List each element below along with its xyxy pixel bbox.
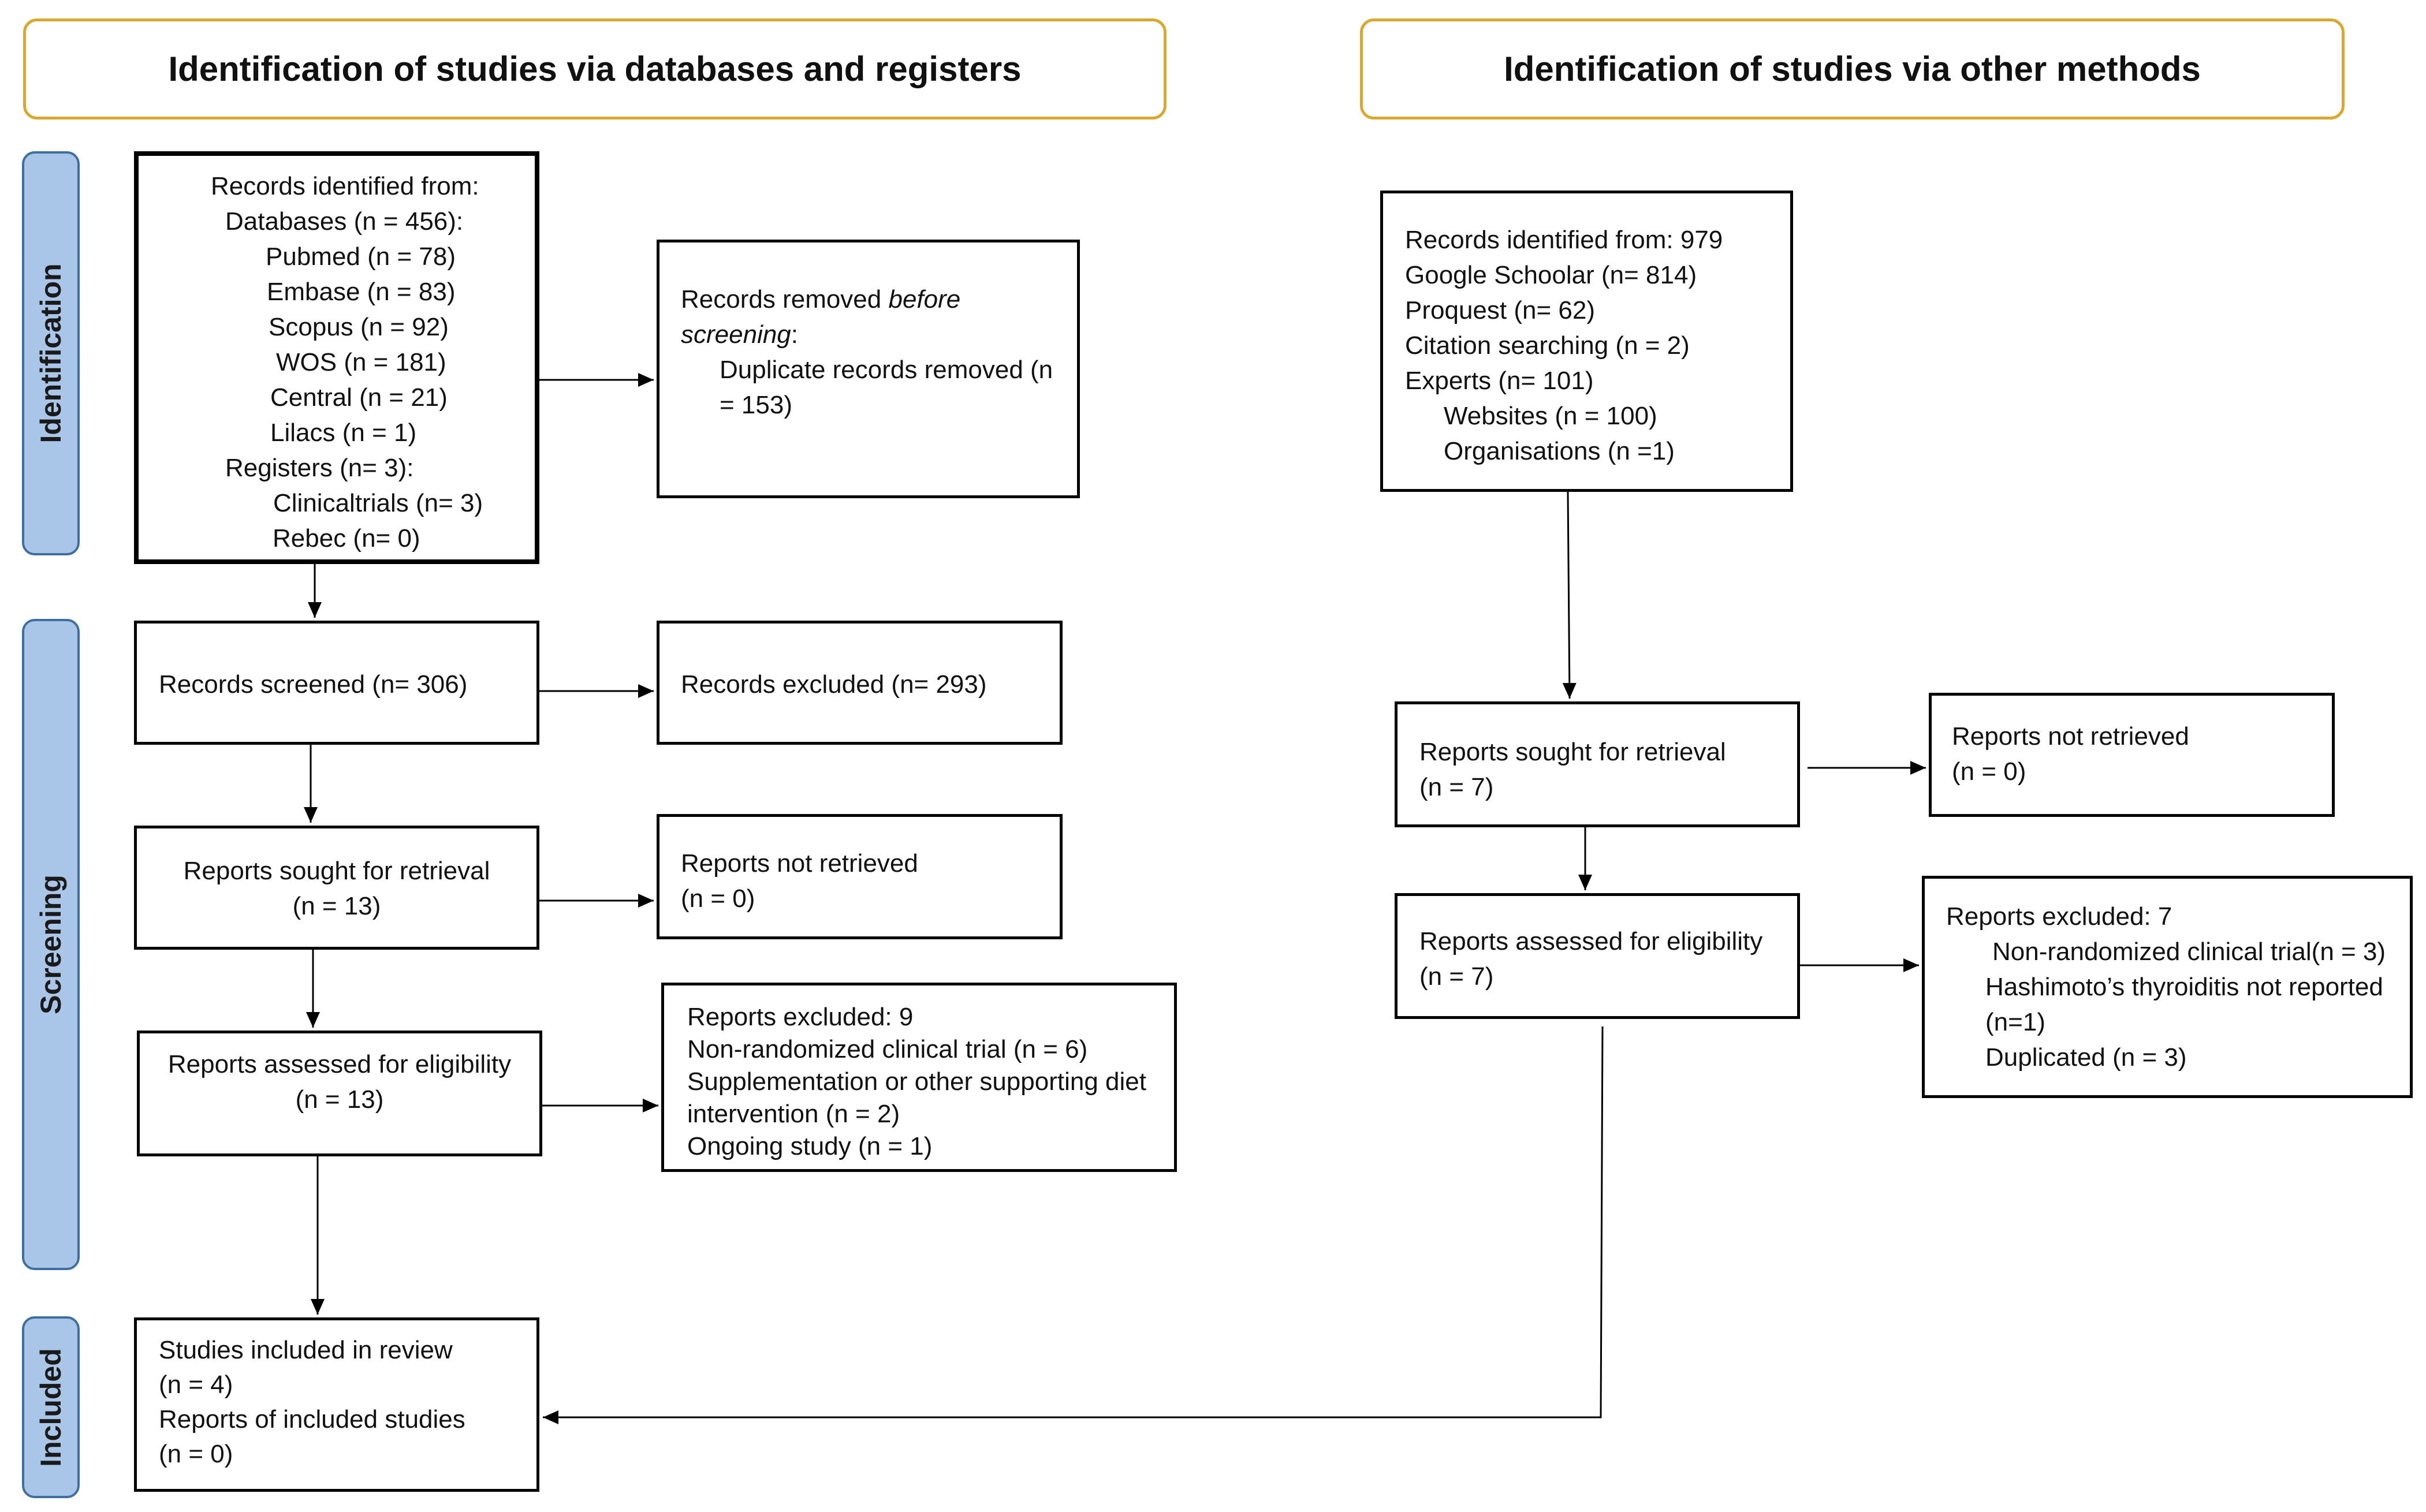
records-excluded-box: Records excluded (n= 293) bbox=[657, 621, 1063, 745]
studies-included-count: (n = 4) bbox=[159, 1371, 233, 1399]
proquest-count: Proquest (n= 62) bbox=[1405, 296, 1595, 324]
records-screened-label: Records screened (n= 306) bbox=[159, 670, 468, 699]
left-reports-assessed-label: Reports assessed for eligibility bbox=[167, 1050, 512, 1078]
right-excluded-hashimoto-count: (n=1) bbox=[1985, 1008, 2045, 1036]
central-count: Central (n = 21) bbox=[270, 383, 448, 412]
right-reports-assessed-box: Reports assessed for eligibility (n = 7) bbox=[1395, 893, 1800, 1019]
phase-included: Included bbox=[22, 1316, 80, 1498]
records-excluded-label: Records excluded (n= 293) bbox=[681, 670, 987, 699]
phase-identification: Identification bbox=[22, 151, 80, 555]
records-removed-line2: screening: bbox=[681, 320, 799, 349]
left-excluded-nonrandomized: Non-randomized clinical trial (n = 6) bbox=[687, 1035, 1088, 1063]
clinicaltrials-count: Clinicaltrials (n= 3) bbox=[273, 489, 483, 517]
google-scholar-count: Google Schoolar (n= 814) bbox=[1405, 261, 1697, 289]
right-reports-not-retrieved-count: (n = 0) bbox=[1952, 757, 2026, 786]
pubmed-count: Pubmed (n = 78) bbox=[266, 242, 456, 271]
right-reports-excluded-box: Reports excluded: 7 Non-randomized clini… bbox=[1922, 876, 2413, 1098]
databases-count: Databases (n = 456): bbox=[225, 207, 464, 236]
arrow-other-identified-to-sought bbox=[1562, 491, 1577, 699]
header-databases-registers-label: Identification of studies via databases … bbox=[168, 50, 1022, 88]
duplicate-records-count: = 153) bbox=[720, 391, 792, 419]
citation-searching-count: Citation searching (n = 2) bbox=[1405, 331, 1690, 360]
records-removed-box: Records removed before screening: Duplic… bbox=[657, 240, 1080, 498]
left-reports-excluded-box: Reports excluded: 9 Non-randomized clini… bbox=[661, 983, 1177, 1172]
wos-count: WOS (n = 181) bbox=[276, 348, 446, 376]
right-reports-sought-count: (n = 7) bbox=[1419, 773, 1494, 801]
left-reports-excluded-title: Reports excluded: 9 bbox=[687, 1003, 914, 1031]
other-records-identified-title: Records identified from: 979 bbox=[1405, 226, 1723, 254]
left-excluded-ongoing: Ongoing study (n = 1) bbox=[687, 1132, 933, 1160]
left-reports-not-retrieved-label: Reports not retrieved bbox=[681, 849, 918, 878]
left-reports-assessed-count: (n = 13) bbox=[295, 1085, 384, 1114]
right-excluded-hashimoto: Hashimoto’s thyroiditis not reported bbox=[1985, 973, 2383, 1001]
right-reports-excluded-title: Reports excluded: 7 bbox=[1946, 902, 2172, 931]
rebec-count: Rebec (n= 0) bbox=[273, 524, 420, 552]
left-reports-sought-label: Reports sought for retrieval bbox=[183, 857, 490, 885]
embase-count: Embase (n = 83) bbox=[267, 278, 456, 306]
records-removed-line1: Records removed before bbox=[681, 285, 961, 313]
right-reports-assessed-label: Reports assessed for eligibility bbox=[1419, 927, 1763, 955]
records-screened-box: Records screened (n= 306) bbox=[134, 621, 539, 745]
records-identified-title: Records identified from: bbox=[211, 172, 479, 200]
experts-count: Experts (n= 101) bbox=[1405, 367, 1594, 395]
right-excluded-duplicated: Duplicated (n = 3) bbox=[1985, 1043, 2187, 1072]
left-reports-assessed-box: Reports assessed for eligibility (n = 13… bbox=[137, 1031, 542, 1156]
registers-count: Registers (n= 3): bbox=[225, 454, 414, 482]
arrow-other-assessed-to-included bbox=[543, 1026, 1604, 1424]
duplicate-records-line: Duplicate records removed (n bbox=[720, 356, 1053, 384]
right-reports-assessed-count: (n = 7) bbox=[1419, 962, 1494, 991]
left-excluded-supplementation: Supplementation or other supporting diet bbox=[687, 1067, 1146, 1096]
left-reports-not-retrieved-box: Reports not retrieved (n = 0) bbox=[657, 814, 1063, 939]
records-identified-box: Records identified from: Databases (n = … bbox=[134, 151, 539, 564]
right-reports-not-retrieved-box: Reports not retrieved (n = 0) bbox=[1929, 693, 2335, 817]
right-reports-sought-box: Reports sought for retrieval (n = 7) bbox=[1395, 701, 1800, 827]
header-other-methods: Identification of studies via other meth… bbox=[1360, 18, 2345, 120]
reports-included-count: (n = 0) bbox=[159, 1440, 233, 1468]
reports-included-label: Reports of included studies bbox=[159, 1405, 465, 1433]
websites-count: Websites (n = 100) bbox=[1444, 402, 1657, 430]
right-reports-not-retrieved-label: Reports not retrieved bbox=[1952, 722, 2189, 751]
phase-screening: Screening bbox=[22, 619, 80, 1270]
header-other-methods-label: Identification of studies via other meth… bbox=[1504, 50, 2201, 88]
right-reports-sought-label: Reports sought for retrieval bbox=[1419, 738, 1726, 766]
left-reports-sought-count: (n = 13) bbox=[292, 892, 381, 920]
left-reports-not-retrieved-count: (n = 0) bbox=[681, 884, 755, 913]
right-excluded-nonrandomized: Non-randomized clinical trial(n = 3) bbox=[1992, 938, 2386, 966]
lilacs-count: Lilacs (n = 1) bbox=[270, 419, 417, 447]
left-excluded-intervention: intervention (n = 2) bbox=[687, 1100, 900, 1128]
studies-included-label: Studies included in review bbox=[159, 1336, 453, 1364]
other-records-identified-box: Records identified from: 979 Google Scho… bbox=[1380, 191, 1793, 492]
organisations-count: Organisations (n =1) bbox=[1444, 437, 1675, 465]
header-databases-registers: Identification of studies via databases … bbox=[23, 18, 1167, 120]
left-reports-sought-box: Reports sought for retrieval (n = 13) bbox=[134, 826, 539, 950]
studies-included-box: Studies included in review (n = 4) Repor… bbox=[134, 1317, 539, 1492]
scopus-count: Scopus (n = 92) bbox=[269, 313, 449, 341]
